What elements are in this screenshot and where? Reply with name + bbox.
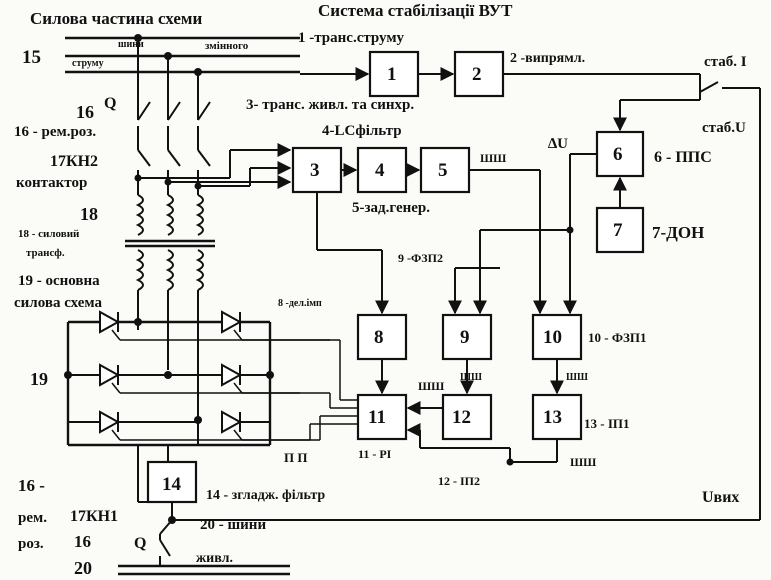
thyristor-icon <box>99 310 121 341</box>
label-q-top: Q <box>104 95 116 112</box>
bottom-label-kn1: 17КН1 <box>70 508 118 525</box>
bus-label-b: змінного <box>205 40 249 52</box>
ac-buses <box>65 36 300 74</box>
block-4-caption: 4-LCфільтр <box>322 123 402 139</box>
block-6-caption: 6 - ППС <box>654 149 712 166</box>
bottom-label-16: 16 - <box>18 476 45 495</box>
block-3-caption: 3- транс. живл. та синхр. <box>246 97 414 113</box>
block-5-caption: 5-зад.генер. <box>352 200 430 216</box>
bus-bottom-caption-a: 20 - шини <box>200 517 266 533</box>
bottom-label-rem: рем. <box>18 510 47 526</box>
block-10-number: 10 <box>543 327 562 348</box>
label-transformer-a: 18 - силовий <box>18 228 80 240</box>
block-14-caption: 14 - згладж. фільтр <box>206 488 325 503</box>
uvyh-label: Uвих <box>702 489 739 506</box>
bus-bottom-caption-b: живл. <box>196 551 233 566</box>
label-15: 15 <box>22 47 41 68</box>
thyristor-icon <box>99 363 121 394</box>
block-9-caption: 9 -ФЗП2 <box>398 251 443 265</box>
bottom-label-20: 20 <box>74 558 92 578</box>
label-rem-roz: 16 - рем.роз. <box>14 124 96 140</box>
phase-lines <box>134 34 211 195</box>
block-3-number: 3 <box>310 160 320 181</box>
label-contactor: контактор <box>16 175 87 191</box>
block-4 <box>356 146 408 194</box>
block-11-caption: 11 - PI <box>358 447 392 461</box>
gate-drive-lines <box>120 339 358 441</box>
stab-u-label: стаб.U <box>702 120 746 136</box>
block-2-caption: 2 -випрямл. <box>510 51 585 66</box>
pulse-label-12: ШШ <box>418 379 444 393</box>
block-11 <box>356 393 408 441</box>
block-9-number: 9 <box>460 327 470 348</box>
thyristor-icon <box>221 410 270 441</box>
label-19: 19 <box>30 369 48 389</box>
bus-label-c: струму <box>72 58 104 69</box>
block-11-number: 11 <box>368 407 386 428</box>
block-8-caption: 8 -дел.імп <box>278 298 322 309</box>
thyristor-icon <box>221 310 243 341</box>
bottom-label-q: Q <box>134 535 146 552</box>
label-transformer-b: трансф. <box>26 247 65 259</box>
bus-label-a: шини <box>118 39 144 50</box>
block-14 <box>146 460 198 504</box>
block-5 <box>419 146 471 194</box>
power-part-heading: Силова частина схеми <box>30 9 202 28</box>
block-12-number: 12 <box>452 407 471 428</box>
thyristor-icon <box>221 363 243 394</box>
bridge-to-filter <box>137 445 169 503</box>
pulse-label-9-12: ШШ <box>460 372 482 383</box>
block-1-caption: 1 -транс.струму <box>298 30 405 46</box>
bottom-label-roz: роз. <box>18 536 44 552</box>
block-10 <box>531 313 583 361</box>
stab-i-label: стаб. I <box>704 54 747 70</box>
output-line <box>118 88 761 576</box>
pulse-label-13: ШШ <box>566 372 588 383</box>
control-system-heading: Система стабілізації ВУТ <box>318 1 513 20</box>
block-7-caption: 7-ДОН <box>652 223 704 242</box>
block-14-number: 14 <box>162 474 182 495</box>
block-6-number: 6 <box>613 144 623 165</box>
bottom-label-16b: 16 <box>74 532 91 551</box>
block-13-caption: 13 - IП1 <box>584 416 630 431</box>
label-main-b: силова схема <box>14 295 103 311</box>
control-connections <box>138 67 760 466</box>
block-7-number: 7 <box>613 220 623 241</box>
delta-u-label: ∆U <box>548 136 568 152</box>
pulse-label-5: ШШ <box>480 151 506 165</box>
label-kn2: 17КН2 <box>50 153 98 170</box>
block-10-caption: 10 - ФЗП1 <box>588 330 646 345</box>
block-12-caption: 12 - IП2 <box>438 474 480 488</box>
pulse-label-13-out: ШШ <box>570 455 596 469</box>
block-4-number: 4 <box>375 160 385 181</box>
label-16: 16 <box>76 102 94 122</box>
power-transformer-icon <box>125 194 215 420</box>
block-5-number: 5 <box>438 160 448 181</box>
block-1-number: 1 <box>387 64 397 85</box>
block-8-number: 8 <box>374 327 384 348</box>
block-12 <box>441 393 493 441</box>
label-18: 18 <box>80 204 98 224</box>
thyristor-icon <box>68 410 198 441</box>
block-2 <box>453 50 505 98</box>
label-main-a: 19 - основна <box>18 273 100 289</box>
block-13-number: 13 <box>543 407 562 428</box>
pulse-label-11: П П <box>284 450 307 465</box>
block-2-number: 2 <box>472 64 482 85</box>
